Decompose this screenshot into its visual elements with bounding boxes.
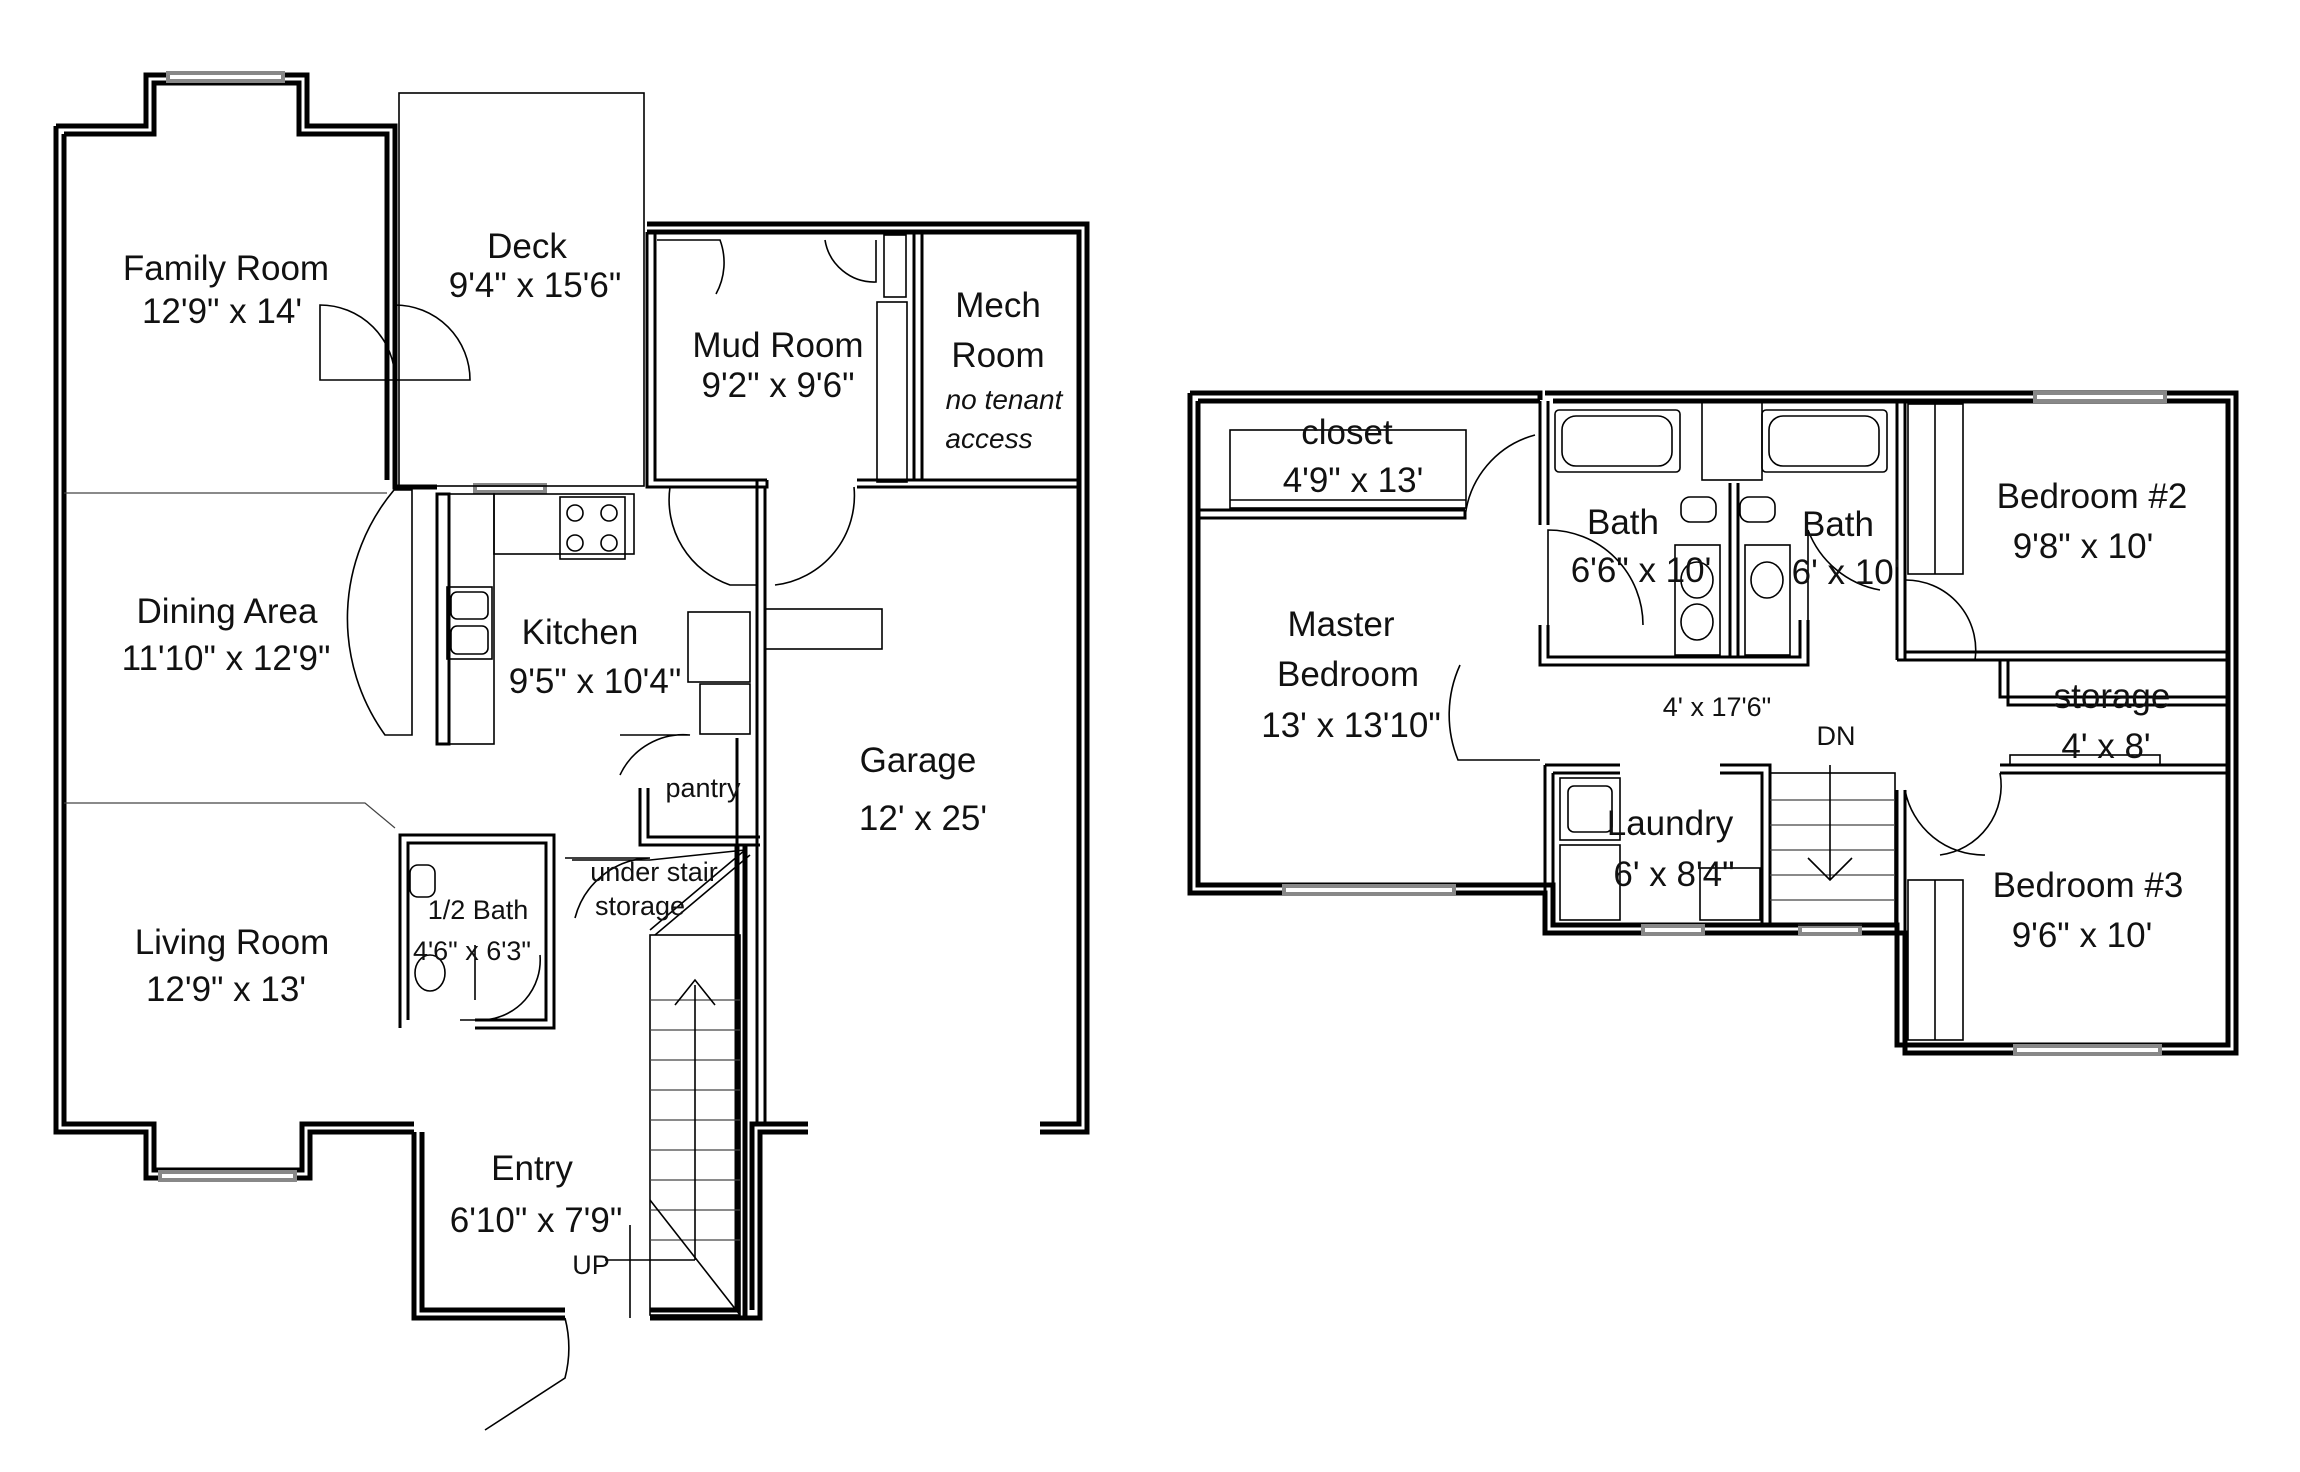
master-window — [1282, 884, 1456, 896]
stove-icon — [559, 496, 626, 560]
bedroom-3-window — [2013, 1044, 2162, 1056]
mud-room-name: Mud Room — [692, 326, 863, 365]
stair-window — [1798, 924, 1862, 936]
entry-name: Entry — [491, 1149, 573, 1188]
mech-room-note-1: no tenant — [946, 384, 1064, 415]
storage-name: storage — [2054, 677, 2171, 716]
deck-name: Deck — [487, 227, 567, 266]
master-name-2: Bedroom — [1277, 655, 1419, 694]
storage-size: 4' x 8' — [2061, 727, 2150, 766]
bedroom-2-walls — [1897, 403, 2228, 662]
living-room-name: Living Room — [135, 923, 330, 962]
bedroom-2-window — [2033, 391, 2167, 403]
laundry-name: Laundry — [1607, 804, 1734, 843]
dining-area-size: 11'10" x 12'9" — [122, 639, 331, 678]
bedroom-3-name: Bedroom #3 — [1993, 866, 2184, 905]
garage-size: 12' x 25' — [859, 799, 987, 838]
laundry-window — [1641, 924, 1705, 936]
bath-1-name: Bath — [1587, 503, 1659, 542]
half-bath-size: 4'6" x 6'3" — [413, 936, 531, 966]
doors-first-floor — [319, 239, 877, 1431]
kitchen-window — [473, 483, 547, 494]
closet-name: closet — [1301, 413, 1393, 452]
family-room-window — [166, 71, 285, 83]
mech-room-name-1: Mech — [955, 286, 1041, 325]
bedroom-2-size: 9'8" x 10' — [2013, 527, 2154, 566]
tub-icon-2 — [1761, 409, 1888, 473]
pantry-name: pantry — [665, 773, 741, 803]
mech-room-note-2: access — [945, 423, 1032, 454]
kitchen-size: 9'5" x 10'4" — [509, 662, 682, 701]
washer-icon — [1559, 777, 1621, 841]
under-stair-label-1: under stair — [590, 857, 718, 887]
stairs-second-floor — [1769, 765, 1896, 926]
laundry-size: 6' x 8'4" — [1613, 855, 1734, 894]
stairs-dn-label: DN — [1817, 721, 1856, 751]
first-floor-labels: Family Room 12'9" x 14' Deck 9'4" x 15'6… — [122, 227, 1064, 1280]
bath-2-size: 6' x 10' — [1792, 553, 1901, 592]
family-room-name: Family Room — [123, 249, 329, 288]
living-room-size: 12'9" x 13' — [146, 970, 306, 1009]
first-floor-exterior-walls — [53, 72, 1090, 1321]
toilet-icon — [409, 864, 436, 898]
family-room-size: 12'9" x 14' — [142, 292, 302, 331]
bedroom-2-name: Bedroom #2 — [1997, 477, 2188, 516]
pantry-walls — [638, 738, 760, 847]
half-bath-name: 1/2 Bath — [428, 895, 529, 925]
half-bath-walls — [398, 833, 556, 1030]
sink-icon — [446, 586, 493, 660]
bath-1-size: 6'6" x 10' — [1571, 551, 1712, 590]
kitchen-fixtures — [435, 492, 751, 746]
master-size: 13' x 13'10" — [1261, 706, 1441, 745]
kitchen-name: Kitchen — [522, 613, 639, 652]
dryer-icon — [1559, 844, 1621, 921]
garage-name: Garage — [860, 741, 977, 780]
bath-walls — [1538, 399, 1907, 667]
deck-outline — [398, 92, 645, 487]
mud-mech-walls — [645, 232, 1079, 1124]
toilet-icon — [1680, 496, 1717, 523]
second-floor-labels: closet 4'9" x 13' Bath 6'6" x 10' Bath 6… — [1261, 413, 2187, 955]
first-floor-plan: Family Room 12'9" x 14' Deck 9'4" x 15'6… — [53, 71, 1090, 1431]
dining-area-name: Dining Area — [137, 592, 318, 631]
bedroom-3-walls — [1895, 789, 1986, 1045]
mud-room-size: 9'2" x 9'6" — [701, 366, 854, 405]
second-floor-plan: closet 4'9" x 13' Bath 6'6" x 10' Bath 6… — [1187, 390, 2239, 1056]
hall-size: 4' x 17'6" — [1663, 692, 1771, 722]
stairs-up-label: UP — [572, 1250, 610, 1280]
bedroom-3-size: 9'6" x 10' — [2012, 916, 2153, 955]
master-door — [1448, 664, 1540, 761]
tub-icon — [1554, 409, 1681, 473]
laundry-walls — [1543, 763, 1772, 925]
fridge-icon — [687, 611, 751, 683]
mech-room-name-2: Room — [951, 336, 1044, 375]
under-stair-label-2: storage — [595, 891, 685, 921]
living-room-window — [158, 1170, 297, 1182]
closet-size: 4'9" x 13' — [1283, 461, 1424, 500]
master-name-1: Master — [1288, 605, 1395, 644]
bath-2-name: Bath — [1802, 505, 1874, 544]
stairs-first-floor — [572, 849, 751, 1318]
master-closet-walls — [1198, 429, 1536, 520]
storage-walls — [1939, 660, 2228, 856]
deck-size: 9'4" x 15'6" — [449, 266, 622, 305]
entry-size: 6'10" x 7'9" — [450, 1201, 623, 1240]
